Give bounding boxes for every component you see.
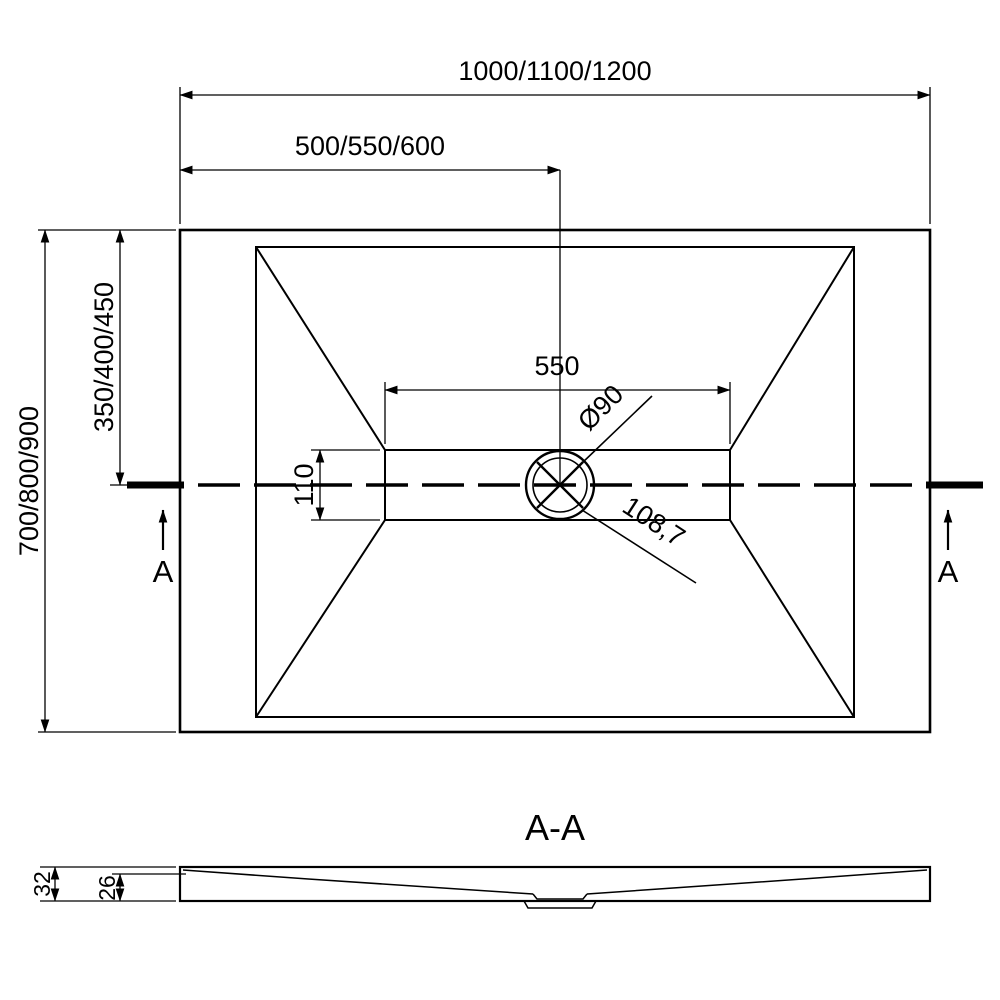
section-surface-left xyxy=(182,869,534,895)
section-title: A-A xyxy=(525,807,585,848)
label-total-width: 1000/1100/1200 xyxy=(458,56,651,86)
label-channel-width: 110 xyxy=(289,463,319,506)
label-total-thickness: 32 xyxy=(29,871,55,897)
section-drain-boss xyxy=(523,900,597,909)
tray-outline xyxy=(178,228,932,734)
ext-lines-total-depth xyxy=(38,229,176,733)
ext-lines-total-width xyxy=(179,87,931,224)
label-drain-diameter: Ø90 xyxy=(572,379,629,436)
plan-labels: 1000/1100/1200 500/550/600 700/800/900 3… xyxy=(14,56,959,589)
section-drain-recess xyxy=(532,893,588,900)
section-view xyxy=(178,865,932,909)
label-base-thickness: 26 xyxy=(94,875,120,901)
section-dimensions xyxy=(40,866,186,902)
slope-edges xyxy=(255,246,855,718)
label-drain-diagonal: 108,7 xyxy=(617,490,690,552)
label-section-right: A xyxy=(938,554,959,589)
label-channel-length: 550 xyxy=(534,351,579,381)
section-surface-right xyxy=(586,869,928,895)
label-center-width: 500/550/600 xyxy=(295,131,445,161)
leader-drain-diagonal xyxy=(581,509,697,584)
tray-inner-edge xyxy=(255,246,855,718)
plan-dimensions xyxy=(38,87,931,733)
leader-drain-diameter xyxy=(580,395,653,465)
label-total-depth: 700/800/900 xyxy=(14,406,44,556)
ext-lines-channel-length xyxy=(384,382,731,444)
ext-lines-total-thickness xyxy=(40,866,176,902)
plan-view xyxy=(127,170,983,734)
label-section-left: A xyxy=(153,554,174,589)
section-profile-outline xyxy=(178,865,932,903)
section-labels: A-A 32 26 xyxy=(29,807,585,901)
label-center-depth: 350/400/450 xyxy=(89,282,119,432)
